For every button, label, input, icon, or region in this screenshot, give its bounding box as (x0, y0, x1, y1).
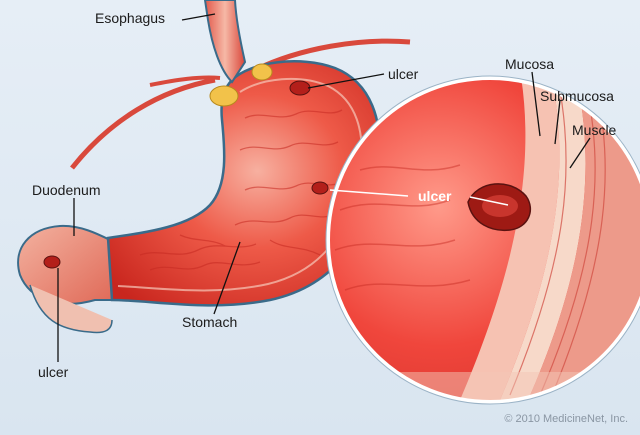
label-ulcer-left: ulcer (38, 364, 69, 380)
stomach-body (106, 60, 381, 307)
leader-esophagus (181, 13, 216, 21)
ulcer-duodenum-mark (43, 255, 61, 269)
leader-ulcer-zoom (469, 196, 509, 206)
ulcer-mid-mark (311, 181, 329, 195)
leader-submucosa (554, 99, 561, 145)
fat-deposit (209, 85, 239, 107)
label-ulcer-top: ulcer (388, 66, 419, 82)
duodenum-tail (29, 284, 113, 334)
leader-mucosa (531, 71, 541, 137)
leader-stomach (213, 241, 241, 315)
vessel-left (70, 77, 216, 170)
label-muscle: Muscle (572, 122, 617, 138)
leader-ulcer-mid (329, 189, 409, 197)
zoom-circle-border (326, 76, 640, 404)
label-duodenum: Duodenum (32, 182, 101, 198)
label-esophagus: Esophagus (95, 10, 166, 26)
label-submucosa: Submucosa (540, 88, 614, 104)
label-ulcer-zoom: ulcer (418, 188, 452, 204)
leader-ulcer-top (307, 73, 385, 89)
submucosa-layer (500, 78, 586, 400)
vessel-left-2 (149, 75, 221, 87)
label-stomach: Stomach (182, 314, 238, 330)
label-mucosa: Mucosa (505, 56, 555, 72)
copyright-notice: © 2010 MedicineNet, Inc. (504, 413, 628, 425)
esophagus-tube (203, 0, 247, 84)
leader-muscle (569, 137, 591, 169)
mucosa-layer (460, 78, 560, 400)
ulcer-top-mark (289, 80, 311, 96)
